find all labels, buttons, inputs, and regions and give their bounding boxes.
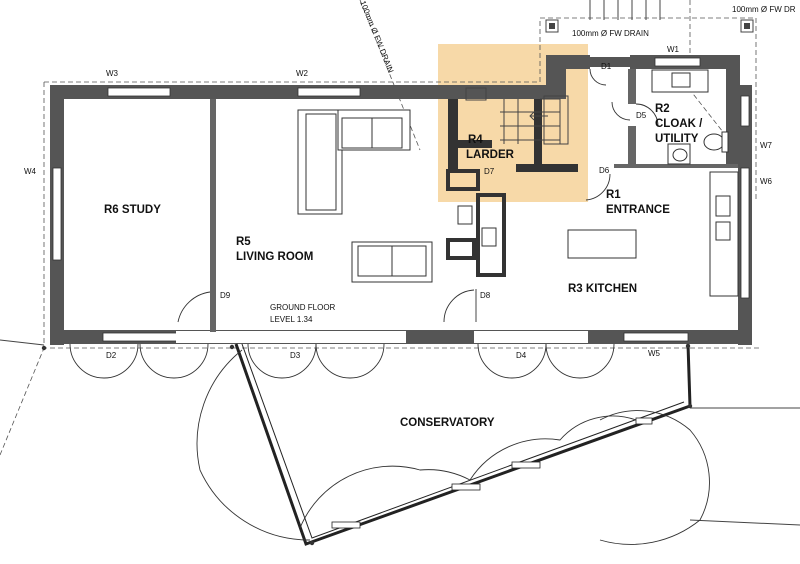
room-label-conservatory: CONSERVATORY <box>400 417 495 429</box>
internal-door-swings <box>177 68 659 323</box>
kitchen-island <box>567 229 637 259</box>
stove-right <box>481 227 497 247</box>
room-label-utility-name: UTILITY <box>655 133 699 145</box>
room-label-entrance-name: ENTRANCE <box>606 204 670 216</box>
room-label-entrance-number: R1 <box>606 189 621 201</box>
door-tag-d1: D1 <box>601 62 612 71</box>
door-tag-d4: D4 <box>516 351 527 360</box>
wash-basin <box>672 148 688 162</box>
wc-seat-back <box>721 131 729 153</box>
room-label-cloak-number: R2 <box>655 103 670 115</box>
window-tag-w6: W6 <box>760 177 773 186</box>
window-tag-w3: W3 <box>106 69 119 78</box>
corner-sofa <box>297 109 411 215</box>
window-openings <box>52 57 750 342</box>
drain-label-top-right: 100mm Ø FW DR <box>732 5 796 14</box>
two-seat-sofa <box>351 241 433 283</box>
floor-note-line2: LEVEL 1.34 <box>270 315 313 324</box>
floor-note-line1: GROUND FLOOR <box>270 303 336 312</box>
kitchen-hob <box>715 221 731 241</box>
drain-label-top-center: 100mm Ø FW DRAIN <box>572 29 649 38</box>
window-tag-w4: W4 <box>24 167 37 176</box>
window-tag-w5: W5 <box>648 349 661 358</box>
window-tag-w1: W1 <box>667 45 680 54</box>
inspection-chamber-1-inner <box>549 23 555 29</box>
room-label-kitchen: R3 KITCHEN <box>568 283 637 295</box>
room-label-larder-number: R4 <box>468 134 483 146</box>
conservatory-post-markers <box>41 343 693 546</box>
utility-sink-bowl <box>671 72 691 88</box>
conservatory-door-swings <box>69 343 615 379</box>
door-tag-d3: D3 <box>290 351 301 360</box>
window-tag-w2: W2 <box>296 69 309 78</box>
window-tag-w7: W7 <box>760 141 773 150</box>
door-openings <box>176 331 588 343</box>
room-label-cloak-name: CLOAK / <box>655 118 703 130</box>
room-label-study: R6 STUDY <box>104 204 161 216</box>
conservatory-structure <box>234 343 692 546</box>
inspection-chamber-2 <box>740 19 754 33</box>
room-label-larder-name: LARDER <box>466 149 515 161</box>
external-steps <box>589 0 661 20</box>
door-tag-d2: D2 <box>106 351 117 360</box>
door-tag-d6: D6 <box>599 166 610 175</box>
staircase <box>465 87 569 145</box>
conservatory-swings <box>196 349 710 545</box>
boundary-line-right <box>689 407 800 526</box>
conservatory-mullions <box>331 417 653 529</box>
inspection-chamber-1 <box>545 19 559 33</box>
kitchen-sink <box>715 195 731 217</box>
door-tag-d8: D8 <box>480 291 491 300</box>
door-tag-d9: D9 <box>220 291 231 300</box>
room-label-living-name: LIVING ROOM <box>236 251 313 263</box>
internal-partitions <box>210 69 738 332</box>
diagonal-drain-line <box>0 0 421 456</box>
door-tag-d5: D5 <box>636 111 647 120</box>
external-walls <box>50 55 752 345</box>
stove-left <box>457 205 473 225</box>
boundary-line-left <box>0 339 45 346</box>
inspection-chamber-2-inner <box>744 23 750 29</box>
room-label-living-number: R5 <box>236 236 251 248</box>
wc-pan <box>703 133 725 151</box>
diagonal-drain-label: 100mm Ø FW DRAIN <box>358 0 395 74</box>
door-tag-d7: D7 <box>484 167 495 176</box>
